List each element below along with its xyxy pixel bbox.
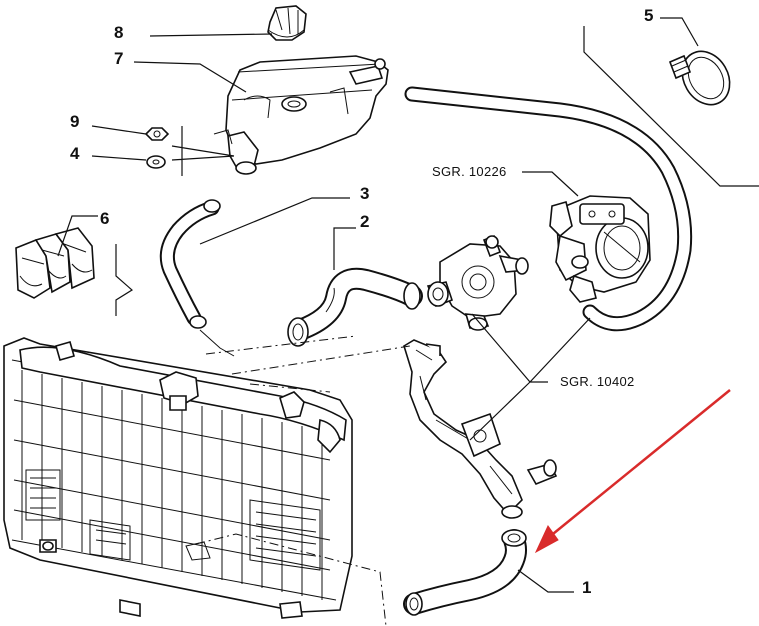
leader-sgr-bottom — [469, 313, 591, 441]
part-4-washer — [146, 155, 166, 169]
bracket-6 — [115, 244, 134, 316]
part-8-tank-cap — [267, 5, 307, 41]
metal-water-pipe — [403, 339, 558, 519]
part-1-lower-hose — [403, 529, 527, 616]
callout-8: 8 — [114, 23, 124, 42]
leader-6 — [57, 215, 98, 257]
bracket-top-right — [583, 26, 759, 187]
highlight-arrow — [534, 389, 731, 554]
thermostat-housing — [426, 234, 529, 331]
leader-1 — [517, 569, 574, 593]
throttle-body-assembly — [549, 195, 651, 303]
callout-2: 2 — [360, 212, 370, 231]
part-9-nut — [144, 127, 170, 141]
callout-9: 9 — [70, 112, 80, 131]
part-6-hose-clips — [15, 227, 95, 299]
leader-sgr-top — [522, 171, 579, 197]
connection-line-top — [205, 335, 411, 393]
leader-8 — [149, 33, 273, 37]
reference-sgr-10226: SGR. 10226 — [432, 164, 507, 179]
leader-9 — [91, 125, 147, 135]
callout-5: 5 — [644, 6, 654, 25]
bracket-9-4 — [171, 126, 235, 176]
leader-4 — [91, 155, 147, 161]
connection-line-bottom — [195, 533, 387, 626]
callout-7: 7 — [114, 49, 124, 68]
leader-3 — [199, 197, 350, 245]
part-7-expansion-tank — [213, 55, 389, 175]
radiator — [3, 337, 353, 619]
reference-sgr-10402: SGR. 10402 — [560, 374, 635, 389]
part-3-bleed-hose — [159, 199, 221, 329]
part-5-hose-clamp — [668, 50, 731, 106]
callout-6: 6 — [100, 209, 110, 228]
callout-3: 3 — [360, 184, 370, 203]
connection-stub — [199, 329, 235, 357]
leader-2 — [333, 227, 356, 270]
long-coolant-hose — [404, 86, 693, 332]
part-2-radiator-hose — [287, 267, 423, 347]
leader-7 — [133, 61, 247, 93]
callout-4: 4 — [70, 144, 80, 163]
leader-5 — [660, 17, 699, 47]
callout-1: 1 — [582, 578, 592, 597]
